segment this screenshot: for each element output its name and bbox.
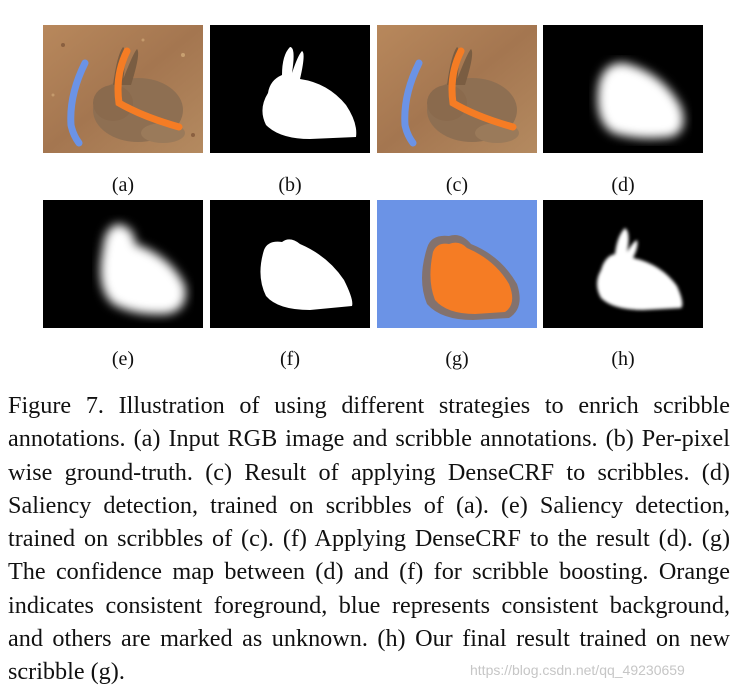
- label-d: (d): [611, 174, 635, 196]
- panel-c-densecrf-scribbles: [377, 25, 537, 153]
- panel-g-confidence-map: [377, 200, 537, 328]
- panel-h-final-result: [543, 200, 703, 328]
- figure-caption: Figure 7. Illustration of using differen…: [8, 392, 730, 686]
- panel-f-densecrf-result: [210, 200, 370, 328]
- watermark: https://blog.csdn.net/qq_49230659: [470, 662, 685, 678]
- panel-a-input-image: [43, 25, 203, 153]
- label-g: (g): [445, 348, 469, 370]
- label-c: (c): [445, 174, 469, 196]
- label-h: (h): [611, 348, 635, 370]
- panel-b-ground-truth: [210, 25, 370, 153]
- label-a: (a): [111, 174, 135, 196]
- label-b: (b): [278, 174, 302, 196]
- label-f: (f): [280, 348, 300, 370]
- panel-d-saliency-a: [543, 25, 703, 153]
- label-e: (e): [111, 348, 135, 370]
- panel-e-saliency-c: [43, 200, 203, 328]
